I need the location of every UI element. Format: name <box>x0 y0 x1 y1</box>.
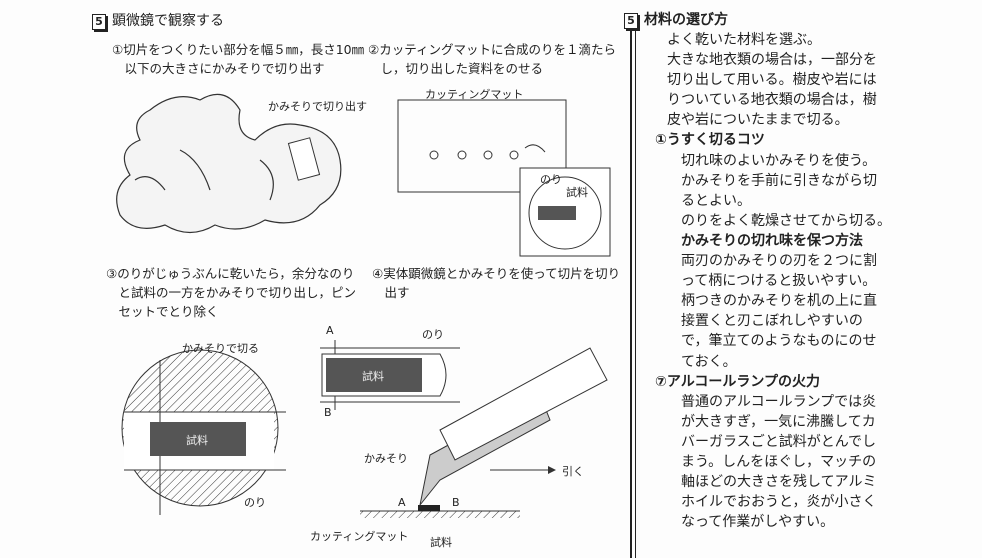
text-line: 軸ほどの大きさを残してアルミ <box>681 474 877 491</box>
text-line: ①うすく切るコツ <box>655 132 765 149</box>
section-title: 材料の選び方 <box>644 12 728 28</box>
step-line: 以下の大きさにかみそりで切り出す <box>112 61 325 76</box>
text-line: りついている地衣類の場合は，樹 <box>667 92 877 109</box>
text-line: 切り出して用いる。樹皮や岩には <box>667 72 877 89</box>
text-line: って柄につけると扱いやすい。 <box>681 273 877 290</box>
glue-drops <box>429 150 519 160</box>
label-cutting-mat: カッティングマット <box>310 530 409 543</box>
arrow <box>524 144 546 153</box>
right-column-text: よく乾いた材料を選ぶ。大きな地衣類の場合は，一部分を切り出して用いる。樹皮や岩に… <box>655 30 891 532</box>
step-line: ①切片をつくりたい部分を幅５㎜，長さ10㎜ <box>112 42 365 57</box>
step-line: ④実体顕微鏡とかみそりを使って切片を切り <box>372 266 621 281</box>
text-line: ホイルでおおうと，炎が小さく <box>681 494 877 511</box>
label-glue: のり <box>540 173 562 186</box>
left-section-heading: 5 顕微鏡で観察する <box>92 10 224 30</box>
text-line: 柄つきのかみそりを机の上に直 <box>681 293 877 310</box>
label-cut-here: かみそりで切り出す <box>268 100 367 113</box>
label-sample: 試料 <box>186 434 208 447</box>
text-line: 両刃のかみそりの刃を２つに割 <box>681 253 877 270</box>
text-line: なって作業がしやすい。 <box>681 514 835 531</box>
text-line: 切れ味のよいかみそりを使う。 <box>681 152 877 169</box>
label-b: B <box>324 406 332 419</box>
text-line: バーガラスごと試料がとんでし <box>681 433 877 450</box>
step-line: セットでとり除く <box>106 304 219 319</box>
cutting-mat-rect <box>397 99 567 193</box>
label-b: B <box>452 496 460 509</box>
text-line: かみそりの切れ味を保つ方法 <box>681 232 863 249</box>
step-line: ③のりがじゅうぶんに乾いたら，余分なのり <box>106 266 355 281</box>
step-2: ②カッティングマットに合成のりを１滴たら し，切り出した資料をのせる <box>368 40 616 78</box>
label-pull: 引く <box>562 465 584 478</box>
label-glue: のり <box>244 496 266 509</box>
text-line: 大きな地衣類の場合は，一部分を <box>667 52 877 69</box>
step-line: ②カッティングマットに合成のりを１滴たら <box>368 42 616 57</box>
text-line: ておく。 <box>681 353 737 370</box>
label-a: A <box>326 324 334 337</box>
text-line: かみそりを手前に引きながら切 <box>681 172 877 189</box>
text-line: まう。しんをほぐし，マッチの <box>681 453 877 470</box>
section-title: 顕微鏡で観察する <box>112 13 224 29</box>
sample-strip <box>150 422 246 456</box>
step-line: し，切り出した資料をのせる <box>368 61 544 76</box>
label-razor: かみそり <box>364 452 408 465</box>
label-sample: 試料 <box>430 536 452 549</box>
label-sample: 試料 <box>362 370 384 383</box>
lichen-illustration <box>116 93 342 234</box>
section-number-badge: 5 <box>624 13 638 29</box>
section-number-badge: 5 <box>92 14 106 30</box>
label-a: A <box>398 496 406 509</box>
sample-piece <box>538 206 576 220</box>
column-divider <box>635 30 636 558</box>
cut-region-outline <box>287 137 321 181</box>
step-4: ④実体顕微鏡とかみそりを使って切片を切り 出す <box>372 264 620 302</box>
step-1: ①切片をつくりたい部分を幅５㎜，長さ10㎜ 以下の大きさにかみそりで切り出す <box>112 40 364 78</box>
label-cutting-mat: カッティングマット <box>425 88 524 101</box>
razor-handle <box>439 347 608 461</box>
right-section-heading: 5 材料の選び方 <box>624 9 732 29</box>
text-line: るとよい。 <box>681 192 751 209</box>
step-3: ③のりがじゅうぶんに乾いたら，余分なのり と試料の一方をかみそりで切り出し，ピン… <box>106 264 356 321</box>
text-line: よく乾いた材料を選ぶ。 <box>667 32 821 48</box>
column-divider <box>630 14 632 558</box>
text-line: のりをよく乾燥させてから切る。 <box>681 212 891 229</box>
step-line: 出す <box>372 285 410 300</box>
text-line: で，筆立てのようなものにのせ <box>681 333 877 350</box>
text-line: 接置くと刃こぼれしやすいの <box>681 313 863 330</box>
text-line: が大きすぎ，一気に沸騰してカ <box>681 413 876 430</box>
text-line: 普通のアルコールランプでは炎 <box>681 393 877 410</box>
text-line: ⑦アルコールランプの火力 <box>655 373 821 390</box>
label-sample: 試料 <box>566 186 588 199</box>
label-cut-with-razor: かみそりで切る <box>182 342 259 355</box>
step-line: と試料の一方をかみそりで切り出し，ピン <box>106 285 357 300</box>
text-line: 皮や岩についたままで切る。 <box>667 112 849 129</box>
label-glue: のり <box>422 328 444 341</box>
